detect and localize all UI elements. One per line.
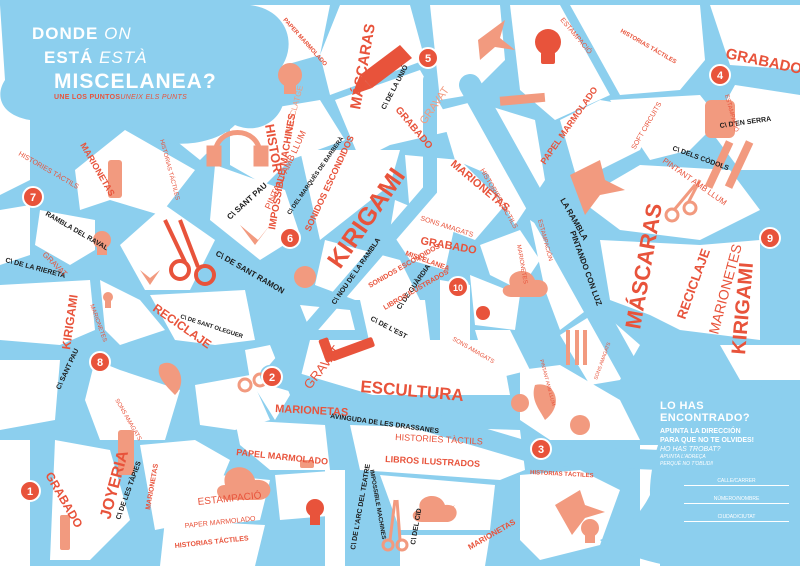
candle-icon — [118, 330, 587, 475]
marker-10[interactable]: 10 — [447, 276, 469, 298]
cloud-shape-icon — [217, 270, 548, 522]
callout-catalan-3: PERQUÈ NO T'OBLIDI! — [660, 461, 714, 467]
crane-icon — [140, 225, 455, 518]
ear-icon — [158, 362, 556, 420]
callout-catalan-2: APUNTA L'ADREÇA — [660, 454, 706, 460]
title-subtitle: UNE LOS PUNTOSUNEIX ELS PUNTS — [32, 94, 217, 101]
poster-title: DONDE ON ESTÁ ESTÀ MISCELANEA? UNE LOS P… — [32, 22, 217, 101]
marker-4-label: 4 — [717, 70, 724, 82]
marker-1[interactable]: 1 — [19, 480, 41, 502]
marker-3-label: 3 — [538, 444, 544, 456]
screw-icon — [300, 460, 314, 468]
scissors-icon — [163, 219, 216, 286]
paintbrush-icon — [704, 140, 754, 189]
marker-10-label: 10 — [453, 283, 463, 293]
bulb-outline-icon — [93, 63, 599, 543]
scissors-small-icon — [237, 179, 702, 552]
pin-icon — [103, 292, 113, 308]
subtitle-ca: UNEIX ELS PUNTS — [120, 94, 188, 101]
marker-6[interactable]: 6 — [279, 227, 301, 249]
marker-5-label: 5 — [425, 53, 431, 65]
swallow-icon — [555, 160, 625, 535]
fan-icon — [570, 415, 590, 435]
hand-icon — [705, 100, 735, 138]
address-city-field[interactable]: CIUDAD/CIUTAT — [684, 514, 789, 522]
subtitle-es: UNE LOS PUNTOS — [54, 94, 121, 101]
label-histories-tactils-bottom: HISTORIES TÀCTILS — [395, 432, 483, 447]
address-number-field[interactable]: NÚMERO/NOMBRE — [684, 496, 789, 504]
marker-4[interactable]: 4 — [709, 64, 731, 86]
callout-instruction-2: PARA QUE NO TE OLVIDES! — [660, 437, 754, 444]
marker-5[interactable]: 5 — [417, 47, 439, 69]
callout-instruction-1: APUNTA LA DIRECCIÓN — [660, 428, 741, 435]
gear-sun-icon — [511, 394, 529, 412]
lamp-icon — [306, 306, 490, 525]
marker-7[interactable]: 7 — [22, 186, 44, 208]
marker-9[interactable]: 9 — [759, 227, 781, 249]
label-historias-tactiles-3: HISTORIAS TÀCTILES — [530, 469, 594, 479]
marker-2-label: 2 — [269, 372, 275, 384]
workshop-icons — [60, 20, 754, 552]
hammer-icon — [318, 337, 375, 363]
marker-8[interactable]: 8 — [89, 351, 111, 373]
label-marionetas-bottom: MARIONETAS — [275, 403, 349, 419]
title-line-2-es: ESTÁ — [44, 48, 94, 67]
pencil-small-icon — [60, 160, 122, 550]
marker-3[interactable]: 3 — [530, 438, 552, 460]
address-street-field[interactable]: CALLE/CARRER — [684, 478, 789, 486]
marker-6-label: 6 — [287, 233, 293, 245]
label-libros-ilustrados-bottom: LIBROS ILUSTRADOS — [385, 454, 480, 469]
headphones-icon — [206, 130, 269, 167]
title-line-1-ca: ON — [104, 24, 132, 43]
callout-question-2: ENCONTRADO? — [660, 412, 750, 424]
title-line-2-ca: ESTÀ — [99, 48, 148, 67]
callout-question-1: LO HAS — [660, 400, 704, 412]
bulb-icon — [535, 29, 561, 64]
marker-7-label: 7 — [30, 192, 36, 204]
callout-catalan-1: HO HAS TROBAT? — [660, 446, 721, 453]
marker-2[interactable]: 2 — [261, 366, 283, 388]
found-callout: LO HAS ENCONTRADO? APUNTA LA DIRECCIÓN P… — [660, 400, 785, 468]
pencil-icon — [352, 45, 412, 95]
marker-9-label: 9 — [767, 233, 773, 245]
title-line-2: ESTÁ ESTÀ — [32, 46, 217, 70]
sun-icon — [294, 266, 316, 288]
found-callout-bubble — [600, 380, 800, 566]
title-line-1: DONDE ON — [32, 22, 217, 46]
bird-icon — [478, 20, 515, 60]
title-line-1-es: DONDE — [32, 24, 99, 43]
marker-1-label: 1 — [27, 486, 33, 498]
ruler-icon — [499, 92, 546, 106]
marker-8-label: 8 — [97, 357, 103, 369]
title-line-3: MISCELANEA? — [54, 70, 217, 93]
map-markers[interactable]: 1 2 3 4 5 6 7 8 9 10 — [19, 47, 781, 502]
title-cloud — [0, 5, 289, 144]
